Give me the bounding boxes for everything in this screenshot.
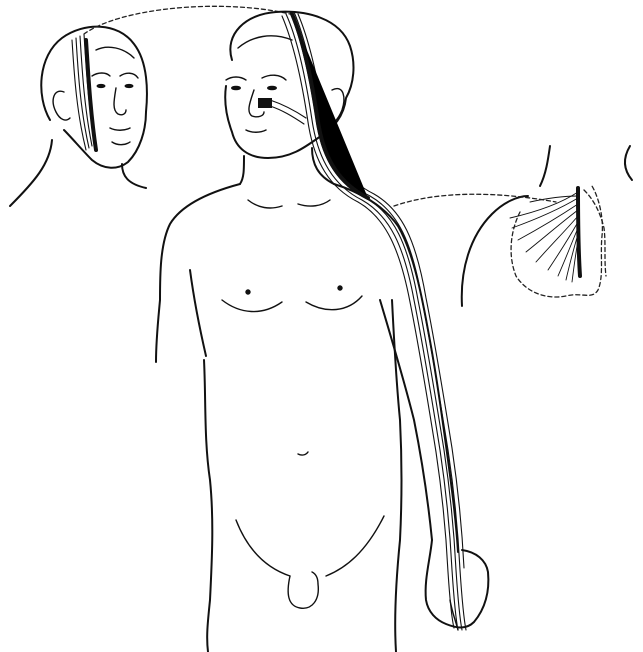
- main-eye-right: [268, 86, 277, 90]
- main-mouth: [246, 130, 266, 132]
- inset-eye-left: [97, 84, 105, 87]
- inset-neck-shoulder: [122, 164, 146, 188]
- meridian-bundle: [282, 12, 466, 630]
- main-left-side: [204, 360, 212, 652]
- inset-eye-right: [125, 84, 133, 87]
- connector-shoulder: [394, 194, 556, 206]
- main-right-arm-inner: [380, 300, 432, 540]
- main-eye-left: [232, 86, 241, 90]
- main-right-side: [392, 300, 402, 652]
- main-cheek-channel: [270, 100, 306, 118]
- inset-brow-left: [92, 73, 110, 76]
- inset-nose: [114, 88, 126, 115]
- main-clavicle-left: [248, 200, 282, 208]
- inset-back-shoulder: [10, 140, 52, 206]
- main-hairline: [238, 36, 292, 48]
- inset-ear: [53, 91, 70, 120]
- main-clavicle-right: [298, 200, 330, 206]
- inset-shoulder-right-edge: [625, 146, 632, 180]
- inset-shoulder-outline: [462, 196, 528, 306]
- main-nipple-left: [246, 290, 250, 294]
- main-left-shoulder-arm: [156, 184, 240, 362]
- main-neck-left: [240, 156, 244, 184]
- inset-head-channel: [72, 34, 96, 150]
- main-pectoral-left: [222, 300, 282, 312]
- inset-spine-bar: [578, 188, 580, 276]
- inset-brow-right: [120, 73, 138, 78]
- inset-hairline: [96, 47, 134, 58]
- inset-head-view: [10, 27, 147, 206]
- main-genital: [288, 572, 318, 608]
- inset-chin: [112, 142, 130, 145]
- main-brow-left: [226, 77, 246, 80]
- main-pectoral-right: [306, 296, 362, 310]
- main-navel: [298, 452, 308, 455]
- main-left-arm-inner: [190, 270, 206, 356]
- main-brow-right: [262, 75, 286, 80]
- inset-scapula-outline: [511, 186, 602, 297]
- inset-mouth: [110, 128, 130, 130]
- inset-shoulder-view: [462, 146, 632, 306]
- inset-shoulder-top: [540, 146, 550, 186]
- main-groin-right: [326, 516, 384, 576]
- main-groin-left: [236, 520, 290, 576]
- main-nipple-right: [338, 286, 342, 290]
